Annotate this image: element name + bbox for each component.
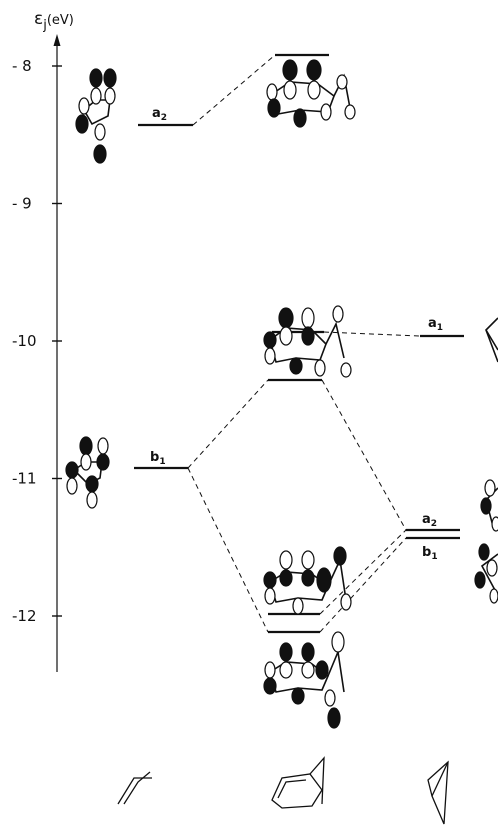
orbital-butadiene-b1 (65, 436, 110, 509)
axis-tick-label: -12 (12, 607, 37, 625)
axis-tick-label: - 8 (12, 57, 32, 75)
label-cyclopropene-a2: a2 (422, 512, 437, 529)
label-cyclopropene-a1: a1 (428, 316, 443, 333)
correlation-low2-to-b1 (319, 537, 407, 633)
axis-tick-label: -10 (12, 332, 37, 350)
structure-bicyclic-product (271, 756, 325, 809)
orbital-cyclopropene-a2-b1 (474, 479, 498, 604)
orbital-product-low1 (263, 546, 352, 615)
correlation-low1-to-a2 (319, 529, 407, 615)
correlation-mid-to-a2 (321, 379, 407, 531)
axis-arrow-icon (53, 34, 61, 46)
energy-levels (134, 53, 464, 634)
correlation-b1-to-mid (187, 379, 269, 469)
orbital-product-top (266, 59, 356, 128)
axis-title: εj(eV) (34, 9, 74, 33)
label-butadiene-b1: b1 (150, 450, 166, 467)
label-butadiene-a2: a2 (152, 106, 167, 123)
orbital-cyclopropene-a1 (485, 317, 498, 363)
structure-cyclopropene (427, 760, 449, 825)
correlation-b1-to-low (187, 467, 269, 633)
orbital-product-low2 (263, 631, 345, 729)
axis-tick-label: - 9 (12, 195, 32, 213)
structure-butadiene (117, 771, 152, 805)
correlation-a1 (323, 331, 421, 337)
correlation-a2-top (192, 54, 276, 126)
label-cyclopropene-b1: b1 (422, 545, 438, 562)
correlation-lines (187, 54, 421, 633)
axis-tick-label: -11 (12, 470, 37, 488)
orbital-product-mid (263, 305, 352, 378)
symmetry-labels: a2 b1 a1 a2 b1 (150, 106, 443, 562)
energy-axis: εj(eV) - 8 - 9 -10 -11 -12 (12, 9, 74, 672)
orbital-butadiene-a2 (75, 68, 117, 164)
